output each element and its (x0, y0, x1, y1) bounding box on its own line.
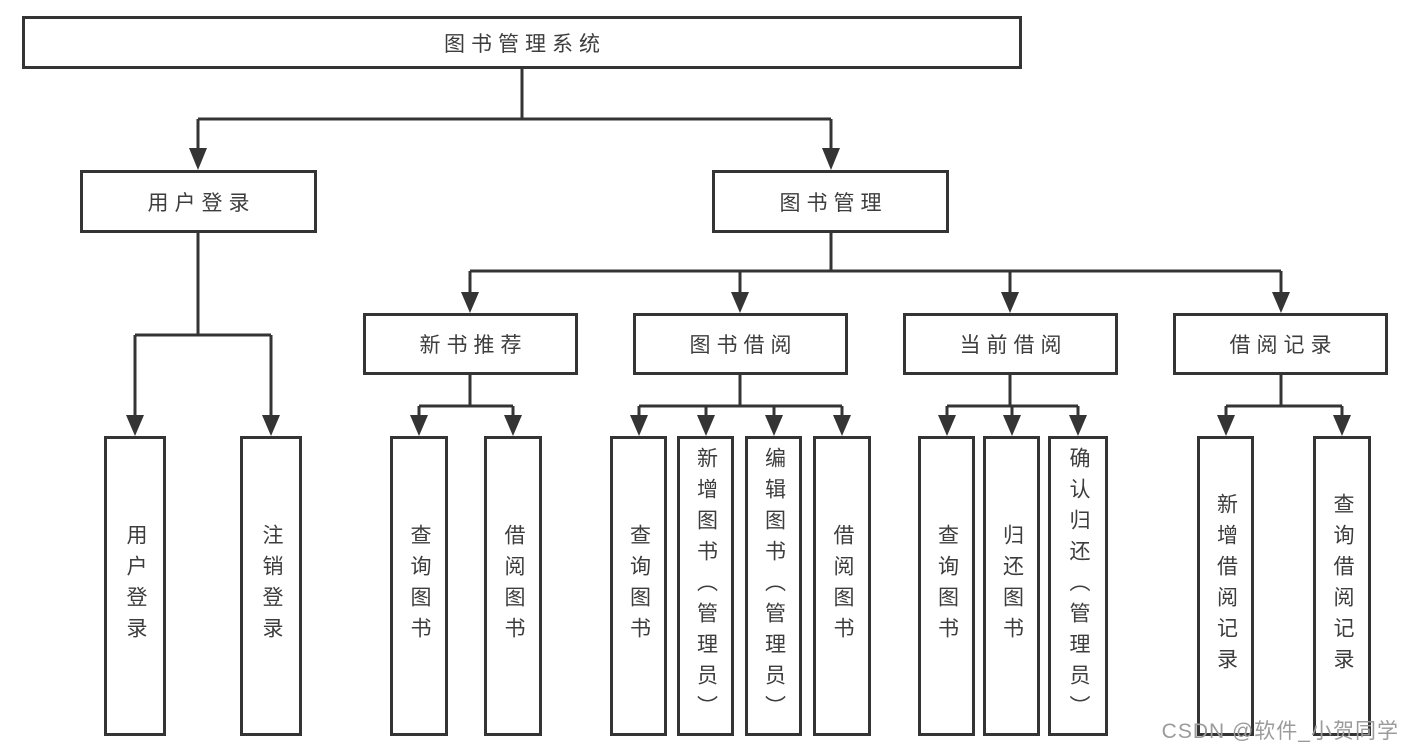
node-borrowing-records-label: 借阅记录 (1229, 334, 1338, 357)
node-current-borrowing: 当前借阅 (903, 313, 1118, 375)
leaf-edit-books-admin-label: 编辑图书（管理员） (762, 446, 786, 726)
leaf-borrow-books-borrowing-label: 借阅图书 (831, 524, 854, 648)
leaf-add-books-admin: 新增图书（管理员） (677, 436, 734, 736)
node-book-management: 图书管理 (712, 170, 949, 233)
leaf-add-borrow-record-label: 新增借阅记录 (1214, 493, 1238, 679)
leaf-logout: 注销登录 (240, 436, 302, 736)
node-borrowing-records: 借阅记录 (1173, 313, 1388, 375)
leaf-borrow-books-newbooks: 借阅图书 (484, 436, 542, 736)
leaf-add-books-admin-label: 新增图书（管理员） (694, 446, 718, 726)
node-new-book-recommend-label: 新书推荐 (419, 334, 528, 357)
csdn-watermark: CSDN @软件_小贺同学 (1161, 720, 1399, 743)
leaf-return-books: 归还图书 (983, 436, 1040, 736)
leaf-user-login-label: 用户登录 (124, 524, 147, 648)
node-current-borrowing-label: 当前借阅 (959, 334, 1068, 357)
leaf-confirm-return-admin-label: 确认归还（管理员） (1067, 446, 1090, 726)
leaf-logout-label: 注销登录 (260, 524, 283, 648)
leaf-query-books-current: 查询图书 (918, 436, 975, 736)
node-library-system-label: 图书管理系统 (444, 32, 606, 56)
leaf-edit-books-admin: 编辑图书（管理员） (745, 436, 802, 736)
node-book-borrowing-label: 图书借阅 (689, 334, 798, 357)
leaf-confirm-return-admin: 确认归还（管理员） (1048, 436, 1108, 736)
leaf-add-borrow-record: 新增借阅记录 (1197, 436, 1254, 736)
leaf-borrow-books-borrowing: 借阅图书 (813, 436, 871, 736)
leaf-query-books-current-label: 查询图书 (935, 524, 959, 648)
node-new-book-recommend: 新书推荐 (363, 313, 578, 375)
node-book-management-label: 图书管理 (779, 191, 888, 215)
node-library-system: 图书管理系统 (22, 16, 1022, 69)
leaf-return-books-label: 归还图书 (1000, 524, 1024, 648)
node-user-login: 用户登录 (80, 170, 317, 233)
node-book-borrowing: 图书借阅 (633, 313, 848, 375)
leaf-query-borrow-record: 查询借阅记录 (1313, 436, 1371, 736)
leaf-query-books-newbooks-label: 查询图书 (408, 524, 431, 648)
leaf-borrow-books-newbooks-label: 借阅图书 (502, 524, 525, 648)
leaf-query-books-borrowing-label: 查询图书 (627, 524, 651, 648)
leaf-user-login: 用户登录 (104, 436, 166, 736)
leaf-query-books-borrowing: 查询图书 (610, 436, 667, 736)
leaf-query-borrow-record-label: 查询借阅记录 (1331, 493, 1354, 679)
leaf-query-books-newbooks: 查询图书 (390, 436, 448, 736)
node-user-login-label: 用户登录 (147, 191, 256, 215)
